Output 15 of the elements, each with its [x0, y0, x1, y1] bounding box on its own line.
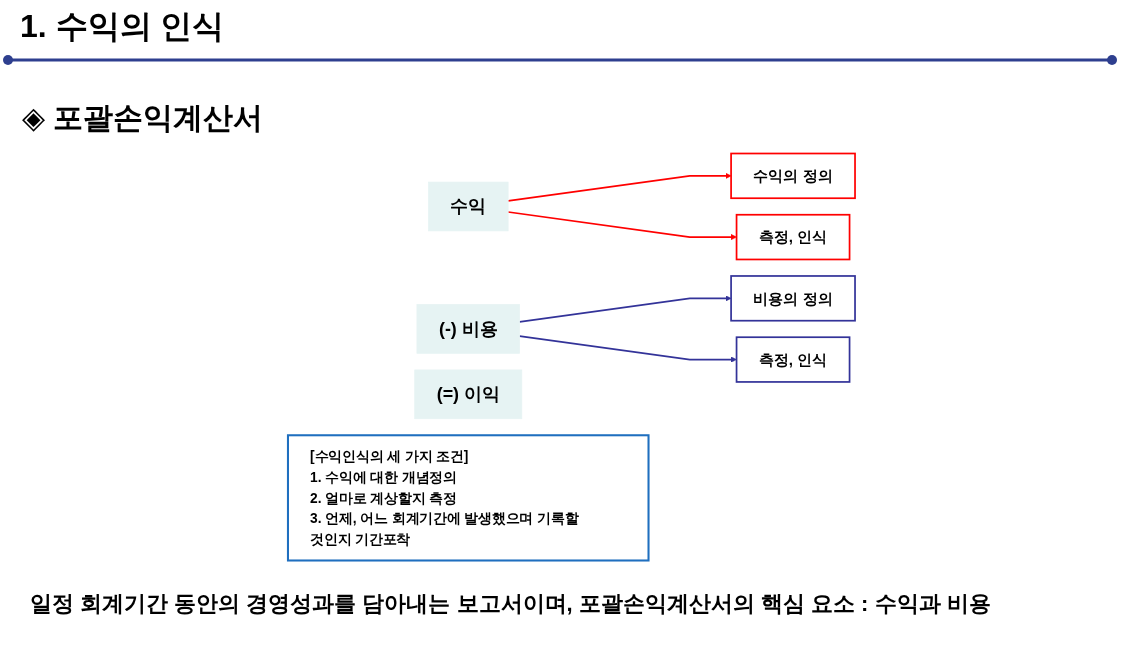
section-heading: ◈ 포괄손익계산서 [22, 100, 264, 136]
page-title: 1. 수익의 인식 [20, 7, 225, 46]
node-box: (=) 이익 [414, 369, 523, 420]
arrow [518, 335, 737, 363]
arrow [507, 172, 732, 202]
node-box: 비용의 정의 [730, 275, 856, 322]
arrow [518, 295, 732, 323]
node-box: (-) 비용 [416, 304, 520, 354]
arrow [507, 211, 737, 241]
node-box: 수익 [428, 181, 509, 232]
caption: 일정 회계기간 동안의 경영성과를 담아내는 보고서이며, 포괄손익계산서의 핵심 요소 : 수익과 비용 [30, 590, 992, 618]
node-box: 수익의 정의 [730, 152, 856, 200]
node-box: 측정, 인식 [735, 213, 851, 261]
node-box: 측정, 인식 [735, 336, 851, 383]
node-box: [수익인식의 세 가지 조건] 1. 수익에 대한 개념정의 2. 얼마로 계상할지 측정 3. 언제, 어느 회계기간에 발생했으며 기록할 것인지 기간포착 [286, 434, 650, 562]
